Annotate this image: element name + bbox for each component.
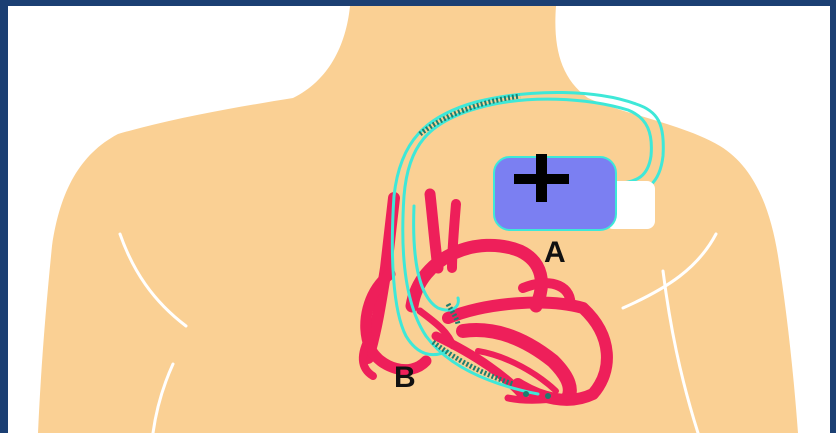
lead-tip-2 xyxy=(545,393,551,399)
apex xyxy=(508,396,568,400)
diagram-frame: A B xyxy=(8,6,830,433)
label-b: B xyxy=(394,361,416,394)
device-body xyxy=(494,157,616,230)
label-a: A xyxy=(544,236,566,269)
pacemaker-diagram: A B xyxy=(8,6,830,433)
lead-tip xyxy=(523,391,529,397)
